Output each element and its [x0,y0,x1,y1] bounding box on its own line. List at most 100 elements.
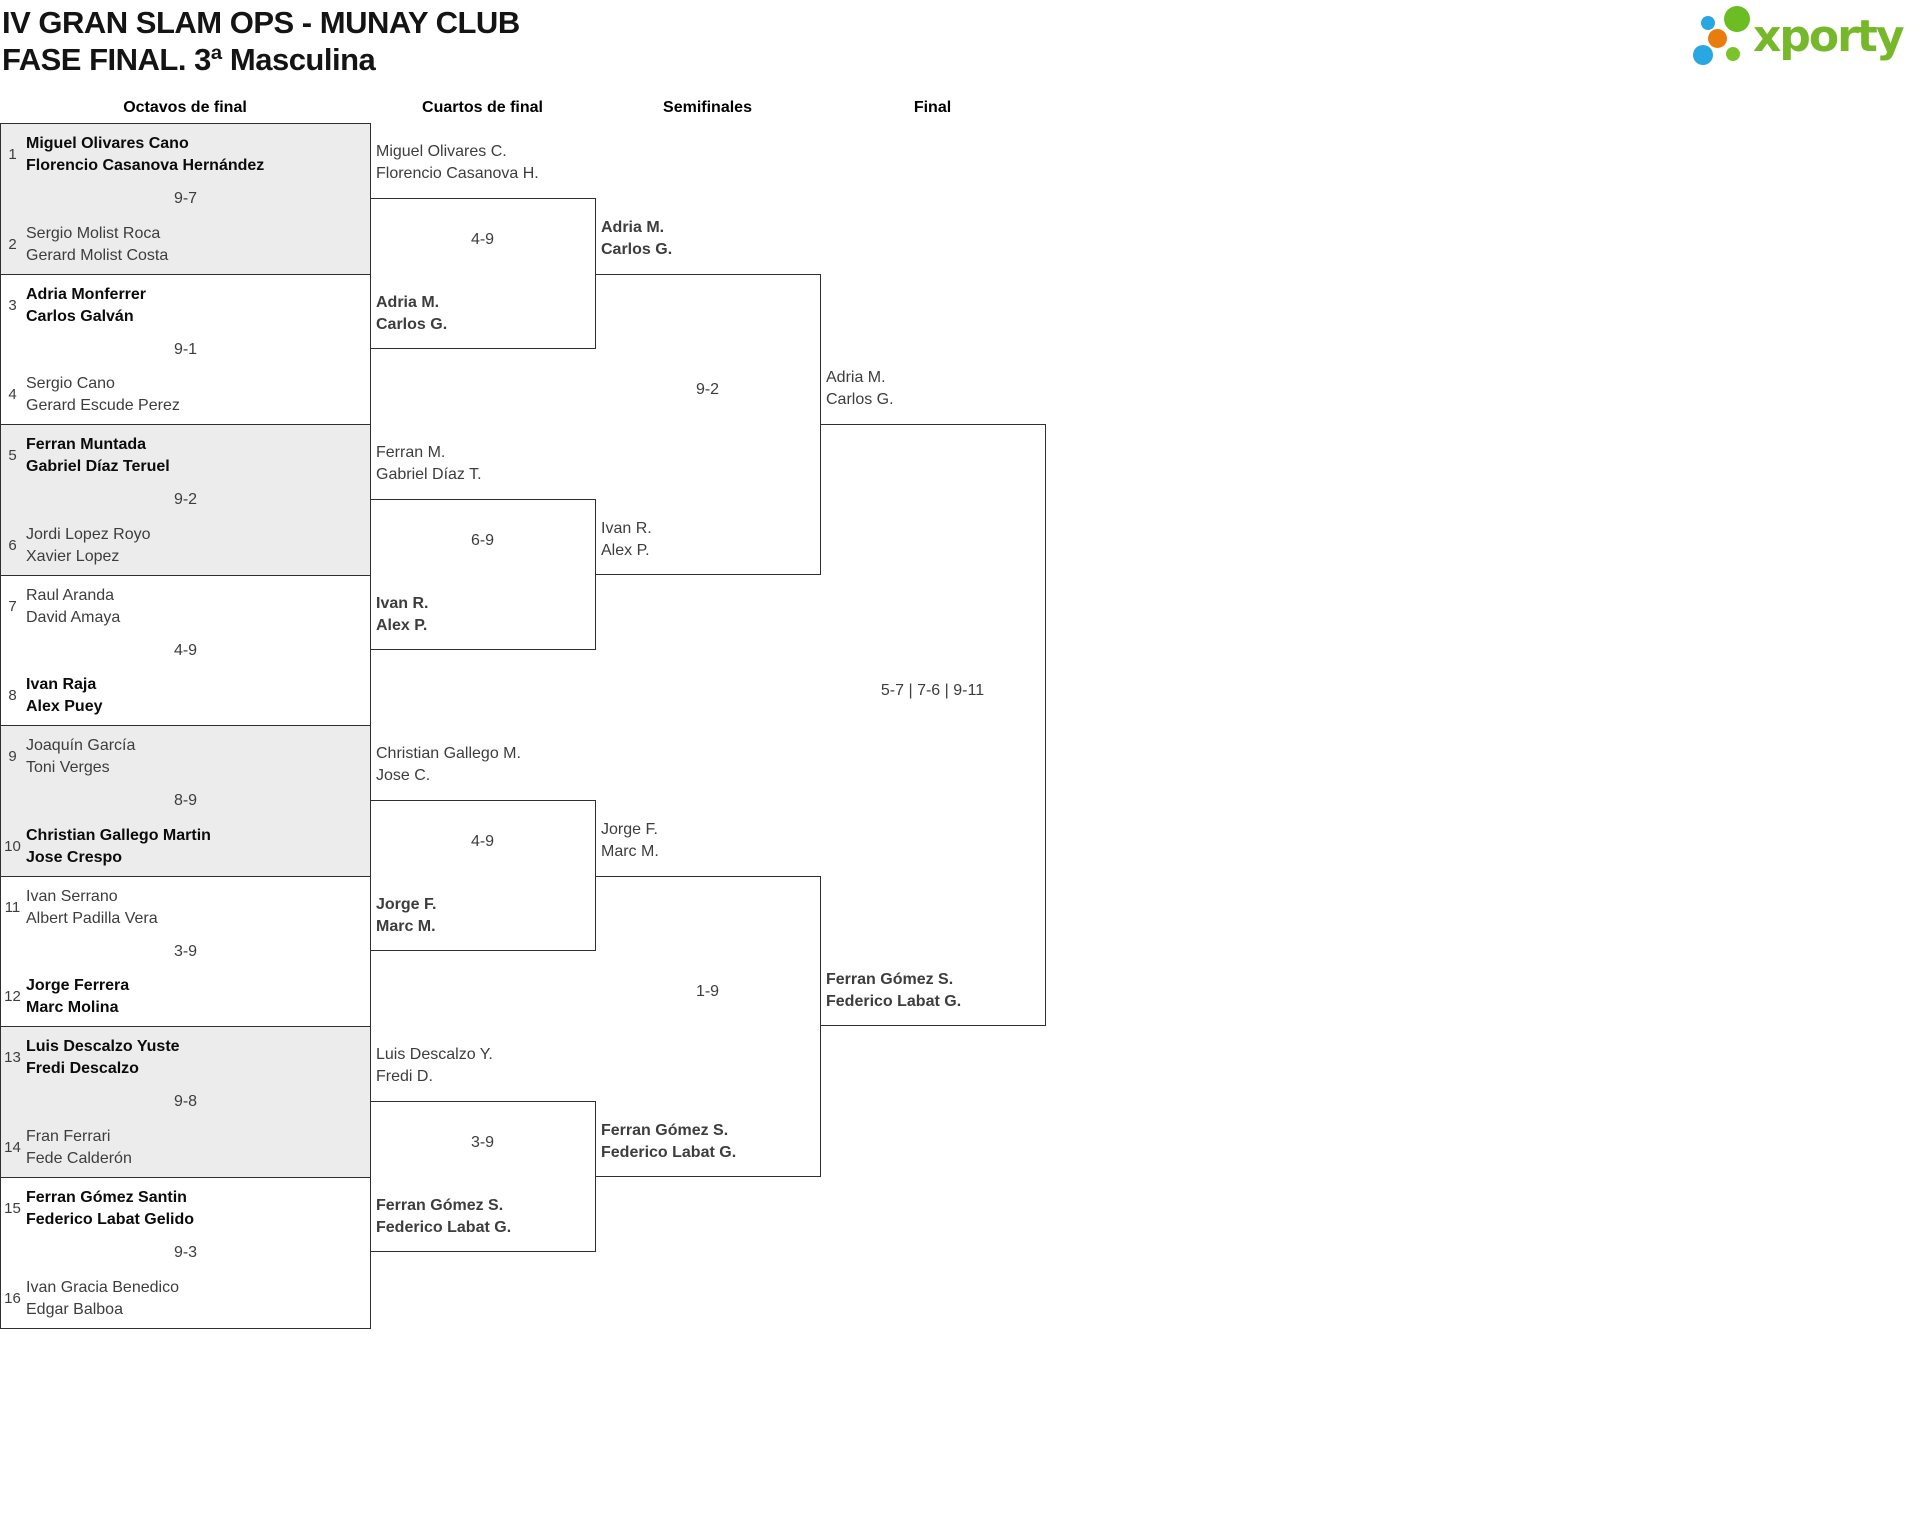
seed-number: 6 [8,536,17,554]
qf2-team-bottom: Ivan R. Alex P. [376,593,428,637]
qf2-team-top: Ferran M. Gabriel Díaz T. [376,442,482,486]
player-1: Ferran Muntada [26,436,147,453]
player-2: Xavier Lopez [26,547,120,565]
final-connector-box [820,424,1046,1026]
match-score: 8-9 [173,792,198,809]
seed-number: 11 [4,898,21,916]
qf4-team-bottom: Ferran Gómez S. Federico Labat G. [376,1195,511,1239]
player-1: Ferran M. [376,444,446,461]
team-name: Adria Monferrer Carlos Galván [26,284,146,328]
r16-match-3: 5 Ferran Muntada Gabriel Díaz Teruel 9-2… [1,425,370,576]
r16-match-5: 9 Joaquín García Toni Verges 8-9 Christi… [1,726,370,877]
logo-dot-green-large-icon [1724,6,1750,32]
team-name: Ivan Gracia Benedico Edgar Balboa [26,1277,179,1321]
player-1: Jorge Ferrera [26,977,130,994]
sf2-team-top: Jorge F. Marc M. [601,819,659,863]
team-name: Fran Ferrari Fede Calderón [26,1126,132,1170]
match-score: 3-9 [173,942,198,960]
team-name: Joaquín García Toni Verges [26,735,135,779]
player-1: Ivan Serrano [26,887,118,905]
match-score: 9-7 [173,190,198,207]
team-name: Ivan Serrano Albert Padilla Vera [26,886,158,930]
player-1: Ivan Gracia Benedico [26,1279,179,1296]
round-header-semifinales: Semifinales [663,99,752,116]
player-2: Edgar Balboa [26,1301,123,1318]
round-of-16-box: 1 Miguel Olivares Cano Florencio Casanov… [0,123,371,1329]
logo-dot-blue-small-icon [1701,16,1715,30]
team-name: Ferran Muntada Gabriel Díaz Teruel [26,434,170,478]
player-2: Jose Crespo [26,848,123,866]
player-2: Federico Labat Gelido [26,1210,195,1228]
seed-number: 3 [8,296,17,314]
final-team-bottom: Ferran Gómez S. Federico Labat G. [826,969,961,1013]
r16-match-1: 1 Miguel Olivares Cano Florencio Casanov… [1,124,370,275]
logo-wordmark: xporty [1753,11,1905,62]
player-2: Gerard Molist Costa [26,246,169,264]
sf2-score: 1-9 [695,983,720,1000]
player-2: Gerard Escude Perez [26,397,180,414]
player-1: Ivan R. [376,595,429,612]
final-score: 5-7 | 7-6 | 9-11 [880,682,985,699]
player-1: Ivan R. [601,520,652,537]
sf1-score: 9-2 [695,381,720,398]
seed-number: 8 [8,687,17,704]
player-1: Ferran Gómez S. [376,1197,504,1214]
team-name: Miguel Olivares Cano Florencio Casanova … [26,133,264,177]
round-header-cuartos: Cuartos de final [422,99,543,116]
player-1: Luis Descalzo Y. [376,1046,493,1063]
seed-number: 7 [8,597,17,615]
player-1: Raul Aranda [26,586,115,604]
team-name: Sergio Molist Roca Gerard Molist Costa [26,223,168,267]
player-1: Ferran Gómez S. [826,971,954,988]
seed-number: 15 [4,1199,21,1217]
qf1-team-bottom: Adria M. Carlos G. [376,292,447,336]
team-name: Ferran Gómez Santin Federico Labat Gelid… [26,1187,194,1231]
seed-number: 1 [8,146,17,163]
seed-number: 16 [4,1290,21,1307]
player-1: Adria Monferrer [26,285,147,303]
player-2: Florencio Casanova H. [376,165,539,182]
player-1: Sergio Molist Roca [26,224,161,242]
r16-match-2: 3 Adria Monferrer Carlos Galván 9-1 Serg… [1,275,370,425]
qf3-team-bottom: Jorge F. Marc M. [376,894,436,938]
logo-dot-blue-large-icon [1693,45,1713,65]
player-1: Joaquín García [26,737,136,754]
player-1: Ferran Gómez Santin [26,1188,187,1206]
player-2: Alex P. [376,617,428,634]
player-1: Jordi Lopez Royo [26,525,151,543]
player-1: Sergio Cano [26,375,115,392]
player-2: Carlos G. [826,391,894,408]
logo-dot-orange-icon [1708,29,1727,48]
seed-number: 10 [4,837,21,855]
phase-category: FASE FINAL. 3ª Masculina [2,42,376,77]
qf3-score: 4-9 [470,833,495,850]
seed-number: 13 [4,1049,21,1066]
r16-match-4: 7 Raul Aranda David Amaya 4-9 Ivan Raja … [1,576,370,726]
player-2: Gabriel Díaz Teruel [26,458,170,475]
team-name: Ivan Raja Alex Puey [26,674,102,718]
match-score: 9-8 [173,1093,198,1110]
qf2-score: 6-9 [470,532,495,549]
sf2-connector-box [595,876,821,1177]
player-1: Miguel Olivares C. [376,143,507,160]
seed-number: 9 [8,748,17,765]
player-1: Christian Gallego M. [376,745,521,762]
player-1: Adria M. [826,369,886,386]
player-1: Jorge F. [601,821,658,838]
player-2: Jose C. [376,767,431,784]
player-1: Ivan Raja [26,676,97,693]
seed-number: 14 [4,1138,21,1156]
qf3-connector-box [370,800,596,951]
logo-dot-green-small-icon [1726,47,1740,61]
qf1-connector-box [370,198,596,349]
qf4-team-top: Luis Descalzo Y. Fredi D. [376,1044,493,1088]
player-2: Marc M. [376,918,436,935]
seed-number: 4 [8,386,17,403]
final-team-top: Adria M. Carlos G. [826,367,894,411]
tournament-name: IV GRAN SLAM OPS - MUNAY CLUB [2,5,520,40]
round-header-octavos: Octavos de final [123,99,247,116]
player-2: Marc Molina [26,999,119,1016]
player-2: Toni Verges [26,759,110,776]
qf1-team-top: Miguel Olivares C. Florencio Casanova H. [376,141,539,185]
player-1: Christian Gallego Martin [26,826,211,844]
